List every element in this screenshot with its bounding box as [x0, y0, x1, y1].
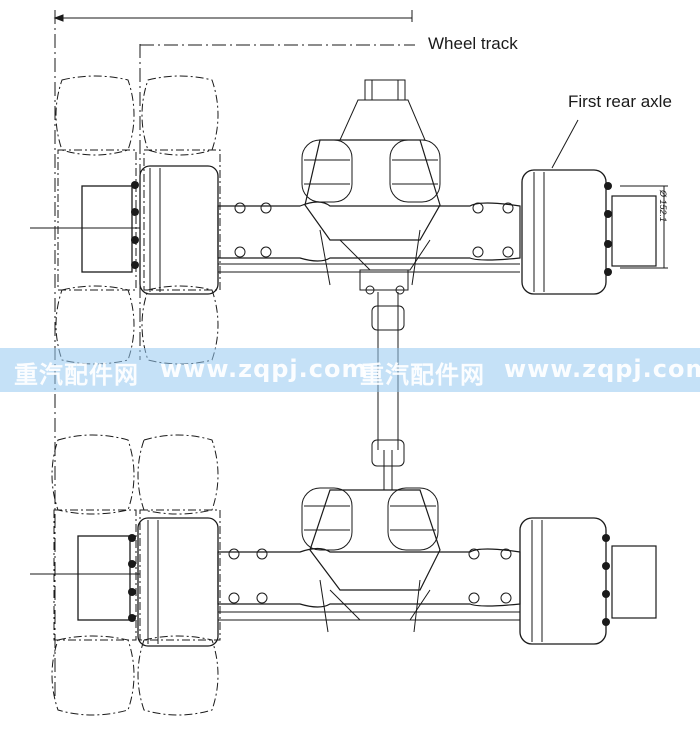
watermark-text: 重汽配件网 [360, 361, 485, 389]
second-rear-axle [30, 434, 657, 716]
first-rear-axle [30, 75, 668, 365]
watermark-url: www.zqpj.com [504, 355, 700, 383]
upper-air-bags [301, 139, 441, 203]
watermark-band: 重汽配件网 www.zqpj.com 重汽配件网 www.zqpj.com [0, 348, 700, 392]
upper-left-tyres [55, 75, 221, 365]
lower-left-tyres [51, 434, 221, 716]
lower-air-bags [301, 487, 439, 551]
first-rear-axle-label: First rear axle [568, 92, 672, 111]
watermark-text: 重汽配件网 [14, 361, 139, 389]
watermark-url: www.zqpj.com [160, 355, 368, 383]
wheel-track-label: Wheel track [428, 34, 518, 53]
dimension-label: Ø 152.1 [658, 190, 668, 223]
